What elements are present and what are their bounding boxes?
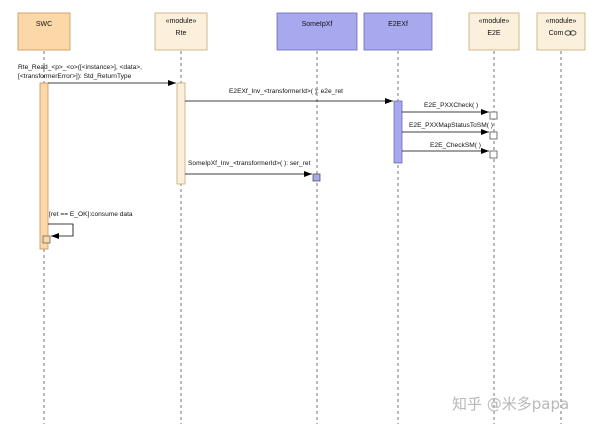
message-label-rte-read-line2: [<transformerError>]): Std_ReturnType — [18, 73, 132, 80]
lifeline-box-swc — [17, 12, 71, 51]
self-message-consume[interactable]: [ret == E_OK]:consume data — [48, 211, 133, 239]
message-label-e2exf-inv: E2EXf_Inv_<transformerId>( ): e2e_ret — [229, 88, 343, 95]
watermark-text: 知乎 @米多papa — [452, 395, 569, 413]
activation-rte — [176, 82, 186, 185]
lifeline-header-swc[interactable]: SWC — [17, 12, 71, 51]
chain-link-icon — [564, 30, 577, 36]
lifeline-header-com[interactable]: «module» Com — [536, 12, 586, 51]
message-label-someipxf-inv: SomeIpXf_Inv_<transformerId>( ): ser_ret — [188, 160, 311, 167]
lifeline-stereotype-rte: «module» — [166, 18, 197, 25]
lifeline-stereotype-com: «module» — [546, 18, 577, 25]
lifeline-box-rte — [154, 12, 208, 51]
message-someipxf-inv[interactable]: SomeIpXf_Inv_<transformerId>( ): ser_ret — [185, 160, 312, 177]
lifeline-name-rte: Rte — [176, 30, 187, 37]
self-message-label: [ret == E_OK]:consume data — [49, 211, 133, 218]
lifeline-header-someipxf[interactable]: SomeIpXf — [276, 12, 358, 51]
activation-swc — [39, 82, 49, 250]
lifeline-name-e2exf: E2EXf — [388, 21, 408, 28]
message-label-pxxmap: E2E_PXXMapStatusToSM( ) — [409, 122, 493, 129]
lifeline-box-e2exf — [363, 12, 433, 51]
lifeline-box-e2e — [468, 12, 520, 51]
lifeline-stereotype-e2e: «module» — [479, 18, 510, 25]
message-checksm[interactable]: E2E_CheckSM( ) — [402, 142, 489, 154]
activation-e2exf — [393, 100, 403, 164]
message-rte-read[interactable]: Rte_Read_<p>_<o>([<instance>], <data>, [… — [18, 64, 176, 86]
lifeline-header-e2exf[interactable]: E2EXf — [363, 12, 433, 51]
lifeline-header-rte[interactable]: «module» Rte — [154, 12, 208, 51]
message-pxxmap[interactable]: E2E_PXXMapStatusToSM( ) — [402, 122, 493, 135]
lifeline-name-swc: SWC — [36, 21, 52, 28]
lifeline-header-e2e[interactable]: «module» E2E — [468, 12, 520, 51]
message-pxxcheck[interactable]: E2E_PXXCheck( ) — [402, 102, 489, 115]
message-e2exf-inv[interactable]: E2EXf_Inv_<transformerId>( ): e2e_ret — [185, 88, 393, 104]
lifeline-name-e2e: E2E — [487, 30, 501, 37]
lifeline-name-com: Com — [549, 30, 564, 37]
message-label-rte-read-line1: Rte_Read_<p>_<o>([<instance>], <data>, — [18, 64, 142, 71]
activation-e2e-checksm — [489, 150, 498, 159]
lifeline-box-com — [536, 12, 586, 51]
self-message-arrow — [48, 223, 74, 239]
lifeline-box-someipxf — [276, 12, 358, 51]
activation-e2e-check — [489, 111, 498, 120]
activation-e2e-map — [489, 131, 498, 140]
activation-someipxf — [312, 173, 321, 182]
activation-bars — [39, 82, 498, 250]
message-label-pxxcheck: E2E_PXXCheck( ) — [424, 102, 478, 109]
message-label-checksm: E2E_CheckSM( ) — [430, 142, 481, 149]
lifeline-lines — [43, 51, 562, 424]
activation-swc-nested — [42, 235, 51, 244]
lifeline-name-someipxf: SomeIpXf — [302, 21, 333, 28]
